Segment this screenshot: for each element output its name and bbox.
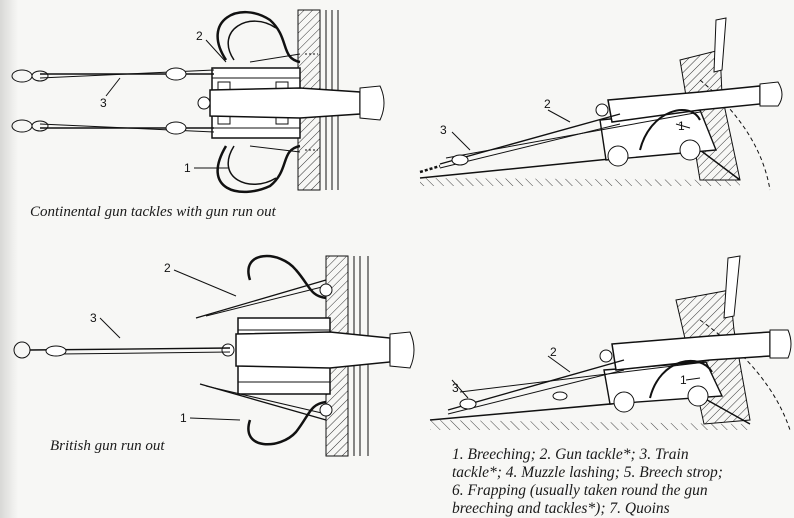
caption-british: British gun run out xyxy=(50,438,165,454)
label-side-top-1: 1 xyxy=(678,119,685,133)
breeching xyxy=(649,359,713,399)
british-plan-view xyxy=(13,254,415,457)
breeching-coil-bottom xyxy=(247,400,327,446)
label-side-top-3: 3 xyxy=(440,123,447,137)
label-side-top-2: 2 xyxy=(544,97,551,111)
caption-continental: Continental gun tackles with gun run out xyxy=(30,204,276,220)
breeching-coil-bottom xyxy=(216,144,301,194)
breeching-coil-top xyxy=(247,254,327,300)
breeching xyxy=(639,109,701,151)
muzzle xyxy=(759,81,783,107)
label-continental-1: 1 xyxy=(184,161,191,175)
gun-barrel xyxy=(209,87,361,119)
legend-line-2: tackle*; 4. Muzzle lashing; 5. Breech st… xyxy=(452,464,723,481)
muzzle xyxy=(359,85,385,121)
label-british-1: 1 xyxy=(180,411,187,425)
gun-tackle xyxy=(439,113,621,165)
continental-plan-view xyxy=(11,9,385,194)
eyebolt-upper xyxy=(11,69,49,83)
continental-side-view xyxy=(419,17,783,191)
muzzle xyxy=(389,331,415,369)
gun-port-lid xyxy=(723,255,741,319)
truck-wheel xyxy=(607,145,629,167)
muzzle xyxy=(769,329,792,359)
tackle-block xyxy=(165,67,187,81)
label-british-3: 3 xyxy=(90,311,97,325)
gun-barrel xyxy=(235,331,391,369)
label-british-2: 2 xyxy=(164,261,171,275)
cascabel xyxy=(197,96,211,110)
legend-line-4: breeching and tackles*); 7. Quoins xyxy=(452,500,670,517)
breeching-coil-top xyxy=(216,10,301,64)
label-continental-2: 2 xyxy=(196,29,203,43)
legend-line-3: 6. Frapping (usually taken round the gun xyxy=(452,482,708,499)
label-continental-3: 3 xyxy=(100,96,107,110)
gun-port-lid xyxy=(713,17,727,73)
legend: 1. Breeching; 2. Gun tackle*; 3. Train t… xyxy=(452,446,792,518)
train-eyebolt xyxy=(13,341,31,359)
label-side-bottom-2: 2 xyxy=(550,345,557,359)
label-side-bottom-1: 1 xyxy=(680,373,687,387)
british-side-view xyxy=(429,255,792,431)
legend-line-1: 1. Breeching; 2. Gun tackle*; 3. Train xyxy=(452,446,689,463)
eyebolt-lower xyxy=(11,119,49,133)
label-side-bottom-3: 3 xyxy=(452,381,459,395)
